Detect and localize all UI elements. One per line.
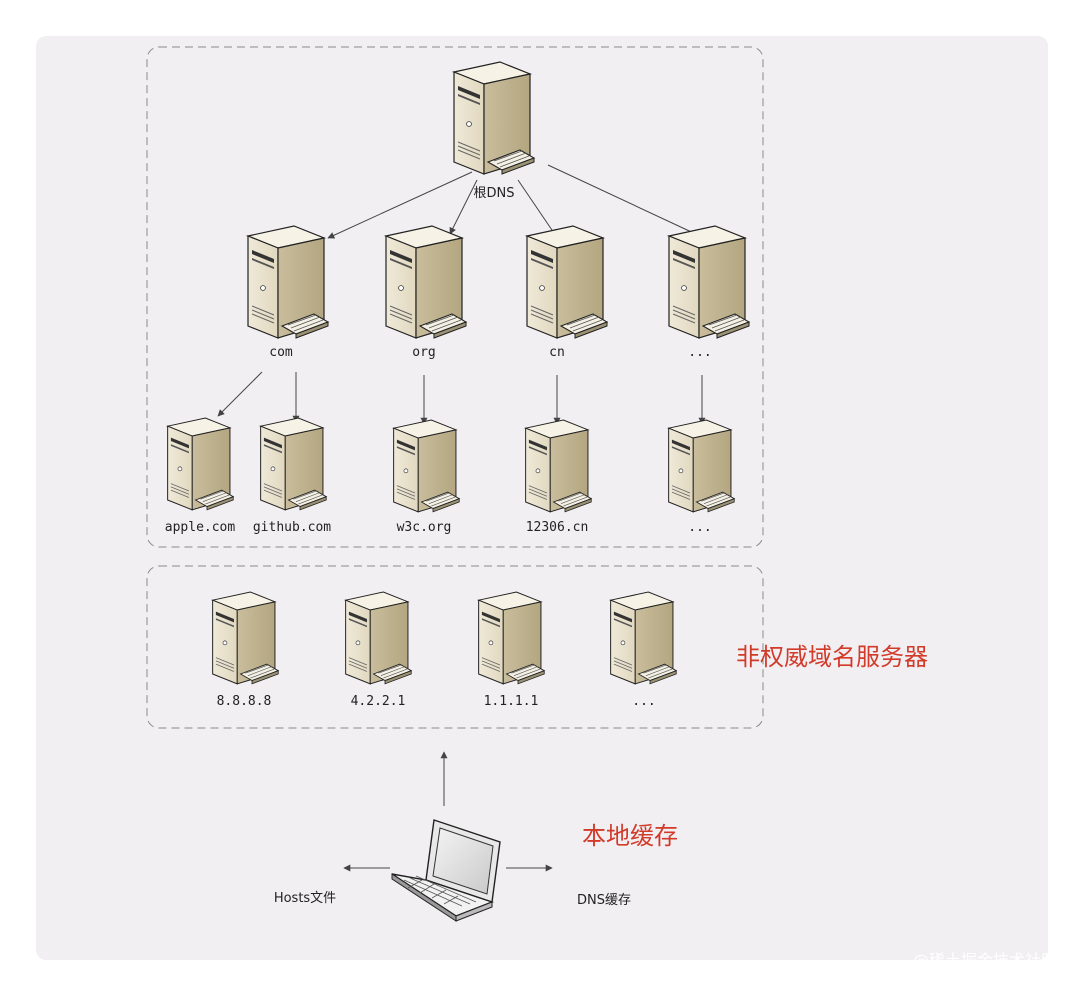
- auth-server-w3c: w3c.org: [393, 419, 460, 535]
- hierarchy-edges: [217, 164, 706, 872]
- auth-server-more: ...: [668, 419, 735, 535]
- auth-label-w3c: w3c.org: [397, 520, 452, 535]
- server-icon: [345, 591, 412, 685]
- server-icon: [385, 225, 467, 339]
- tld-label-org: org: [412, 345, 435, 360]
- server-icon: [393, 419, 460, 513]
- auth-server-apple: apple.com: [165, 417, 236, 535]
- local-cache-label: 本地缓存: [582, 822, 678, 850]
- recursive-server-frame: [146, 565, 764, 729]
- non-authoritative-label: 非权威域名服务器: [736, 643, 928, 671]
- tld-server-more: ...: [668, 225, 750, 360]
- edge-root-com: [327, 171, 473, 239]
- recursive-label-google: 8.8.8.8: [217, 694, 272, 709]
- tld-label-more: ...: [688, 345, 711, 360]
- server-icon: [610, 591, 677, 685]
- root-dns-server: 根DNS: [453, 61, 535, 201]
- server-icon: [526, 225, 608, 339]
- server-icon: [668, 419, 735, 513]
- tld-server-org: org: [385, 225, 467, 360]
- server-icon: [212, 591, 279, 685]
- server-icon: [167, 417, 234, 511]
- server-icon: [247, 225, 329, 339]
- hosts-file-label: Hosts文件: [274, 891, 336, 906]
- auth-label-12306: 12306.cn: [526, 520, 589, 535]
- tld-label-cn: cn: [549, 345, 565, 360]
- tld-label-com: com: [269, 345, 293, 360]
- auth-label-github: github.com: [253, 520, 331, 535]
- auth-label-apple: apple.com: [165, 520, 236, 535]
- recursive-server-level3: 4.2.2.1: [345, 591, 412, 709]
- root-dns-label: 根DNS: [474, 186, 515, 201]
- edge-root-cn: [517, 179, 557, 237]
- watermark: @稀土掘金技术社区: [913, 951, 1057, 970]
- server-icon: [525, 419, 592, 513]
- auth-server-12306: 12306.cn: [525, 419, 592, 535]
- recursive-server-google: 8.8.8.8: [212, 591, 279, 709]
- server-icon: [668, 225, 750, 339]
- server-icon: [453, 61, 535, 175]
- dns-cache-label: DNS缓存: [577, 893, 631, 908]
- tld-server-com: com: [247, 225, 329, 360]
- authoritative-hierarchy-frame: [146, 46, 764, 548]
- server-icon: [478, 591, 545, 685]
- edge-root-more: [547, 164, 701, 237]
- recursive-label-level3: 4.2.2.1: [351, 694, 406, 709]
- auth-server-github: github.com: [253, 417, 331, 535]
- recursive-label-cloudflare: 1.1.1.1: [484, 694, 539, 709]
- recursive-label-more: ...: [632, 694, 655, 709]
- server-icon: [260, 417, 327, 511]
- tld-server-cn: cn: [526, 225, 608, 360]
- auth-label-more: ...: [688, 520, 711, 535]
- recursive-server-more: ...: [610, 591, 677, 709]
- recursive-server-cloudflare: 1.1.1.1: [478, 591, 545, 709]
- edge-com-apple: [217, 371, 263, 417]
- edge-root-org: [449, 179, 478, 235]
